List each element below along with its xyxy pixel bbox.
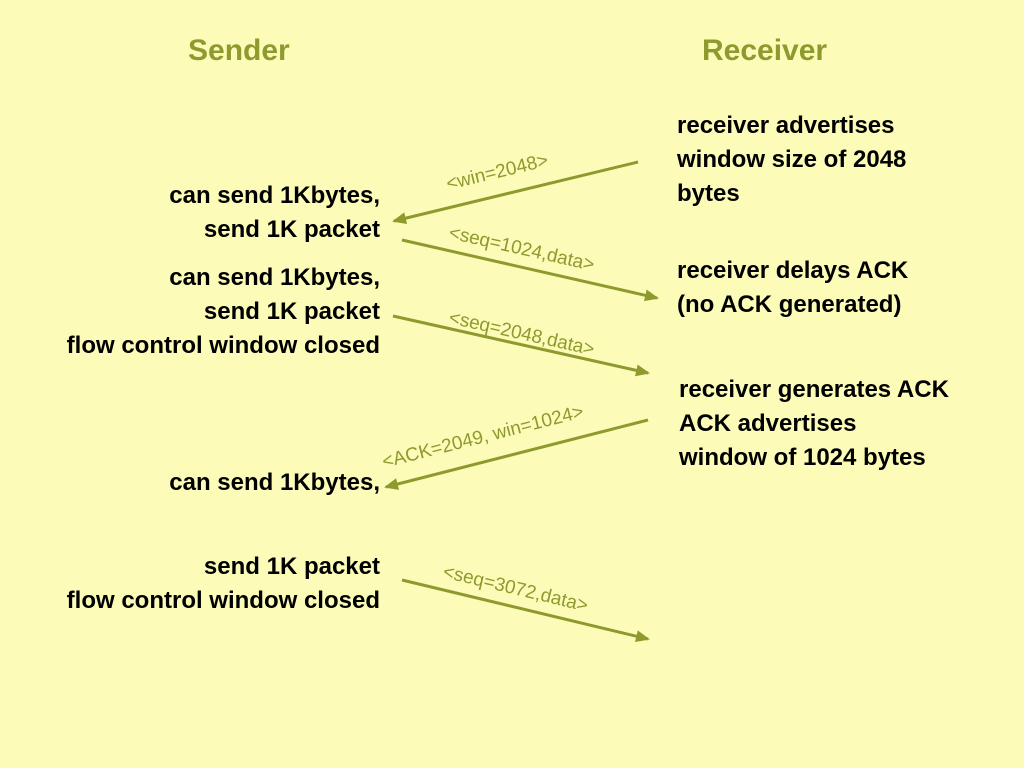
sender-note-line: can send 1Kbytes, — [169, 469, 380, 496]
sender-note-line: send 1K packet — [203, 216, 380, 243]
sender-note-line: send 1K packet — [203, 553, 380, 580]
sender-title: Sender — [188, 34, 290, 67]
receiver-note-2: receiver delays ACK (no ACK generated) — [677, 254, 908, 322]
message-arrow-seq-3072 — [401, 578, 650, 643]
sender-note-line: can send 1Kbytes, — [169, 182, 380, 209]
sender-note-line: flow control window closed — [66, 332, 380, 359]
message-arrow-ack-2049 — [384, 418, 649, 490]
receiver-note-line: receiver generates ACK — [679, 376, 949, 403]
message-arrow-seq-1024 — [401, 238, 659, 302]
message-arrow-seq-2048 — [392, 314, 650, 377]
receiver-note-line: window of 1024 bytes — [679, 444, 926, 471]
receiver-title: Receiver — [702, 34, 828, 67]
sender-note-3: can send 1Kbytes, — [169, 466, 380, 500]
sender-note-line: can send 1Kbytes, — [169, 264, 380, 291]
receiver-note-line: window size of 2048 — [677, 146, 907, 173]
message-arrow-win-2048 — [392, 160, 639, 225]
receiver-note-line: bytes — [677, 180, 740, 207]
sender-note-1: can send 1Kbytes, send 1K packet — [169, 179, 380, 247]
receiver-note-line: (no ACK generated) — [677, 291, 902, 318]
receiver-note-line: receiver advertises — [677, 112, 895, 139]
sender-note-2: can send 1Kbytes, send 1K packet flow co… — [67, 261, 380, 363]
receiver-note-line: ACK advertises — [679, 410, 857, 437]
sender-note-line: flow control window closed — [66, 587, 380, 614]
receiver-note-3: receiver generates ACK ACK advertises wi… — [679, 373, 949, 475]
sender-note-4: send 1K packet flow control window close… — [67, 550, 380, 618]
receiver-note-1: receiver advertises window size of 2048 … — [677, 109, 906, 211]
sender-note-line: send 1K packet — [203, 298, 380, 325]
receiver-note-line: receiver delays ACK — [677, 257, 909, 284]
